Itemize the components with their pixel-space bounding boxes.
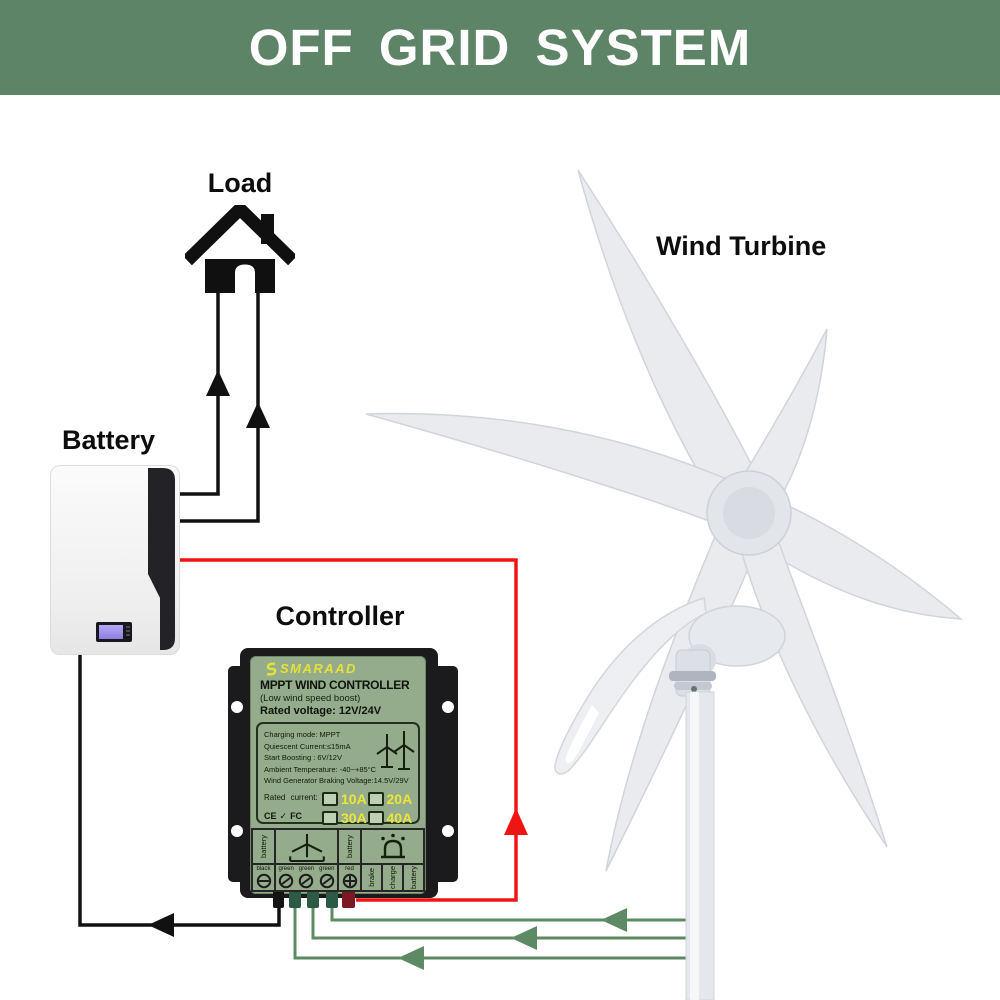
arrow-up-icon: [504, 808, 528, 835]
controller-unit: SMARAAD MPPT WIND CONTROLLER (Low wind s…: [228, 648, 458, 910]
certification-marks: CE ✓ FC: [264, 811, 322, 822]
wire-stub-green: [307, 892, 319, 908]
battery-label: Battery: [62, 425, 156, 455]
arrow-left-icon: [511, 926, 537, 950]
terminal-green: green: [319, 866, 335, 889]
turbine-tail-fin: [554, 597, 707, 775]
terminal-charge: charge: [383, 865, 404, 890]
green-wire-2: [311, 905, 700, 940]
spec-line: Wind Generator Braking Voltage:14.5V/29V: [264, 776, 409, 785]
turbine-blade-icon: [740, 491, 964, 620]
terminals-green: green green: [276, 865, 339, 890]
battery-display-screen: [99, 625, 123, 639]
screw-terminal-icon: [319, 873, 335, 889]
wire-stub-green: [326, 892, 338, 908]
wire-stub-green: [289, 892, 301, 908]
rated-current-section: Rated current: CE ✓ FC 10A: [264, 791, 413, 826]
alarm-beacon-icon: [380, 833, 405, 858]
battery-display: [96, 622, 132, 642]
terminal-black: black: [253, 865, 276, 890]
current-option-10a: 10A: [322, 791, 368, 807]
terminal-green: green: [298, 866, 314, 889]
controller-subtitle: (Low wind speed boost): [260, 693, 361, 704]
arrow-up-icon: [246, 402, 270, 428]
controller-title: MPPT WIND CONTROLLER: [260, 678, 410, 692]
brand-name: SMARAAD: [280, 661, 357, 676]
wind-turbine-graphic: [365, 169, 964, 872]
screw-terminal-icon: [256, 873, 271, 889]
arrow-left-icon: [398, 946, 424, 970]
turbine-yaw-ring: [669, 671, 716, 681]
terminal-red: red: [339, 865, 362, 890]
house-icon: [185, 205, 295, 293]
terminal-group-turbine: [276, 830, 339, 863]
turbine-yaw-ring: [674, 682, 712, 690]
wire-stub-red: [342, 892, 355, 908]
wind-turbines-icon: [376, 731, 415, 770]
wind-turbine-label: Wind Turbine: [656, 231, 827, 261]
current-option-20a: 20A: [367, 791, 414, 807]
spec-line: Quiescent Current:≤15mA: [264, 741, 351, 751]
wind-turbine-terminal-icon: [288, 833, 325, 862]
turbine-blade-icon: [577, 169, 771, 529]
mounting-hole: [442, 701, 454, 713]
ce-mark: CE: [264, 811, 277, 821]
mounting-hole: [231, 701, 243, 713]
spec-box: Charging mode: MPPT Quiescent Current:≤1…: [256, 722, 420, 826]
checkbox-icon: [322, 791, 338, 806]
turbine-yaw-bolt: [691, 686, 697, 692]
turbine-hub-cap: [723, 487, 775, 539]
screw-terminal-icon: [299, 873, 314, 889]
current-options: 10A 20A 30A 40A: [322, 791, 413, 826]
brand-row: SMARAAD: [264, 661, 357, 676]
load-wire-a: [178, 292, 220, 496]
terminal-brake: brake: [362, 865, 383, 890]
arrow-left-icon: [601, 908, 627, 932]
current-option-30a: 30A: [322, 810, 368, 826]
battery-red-wire: [180, 558, 518, 902]
battery-display-buttons: [126, 626, 130, 638]
turbine-phase-wires: [293, 905, 700, 960]
load-label: Load: [207, 168, 273, 198]
green-wire-1: [293, 905, 700, 960]
rated-current-label: Rated current:: [264, 792, 318, 802]
checkbox-icon: [367, 791, 384, 806]
smaraad-logo-icon: [266, 662, 277, 675]
controller-label: Controller: [275, 601, 405, 631]
controller-faceplate: SMARAAD MPPT WIND CONTROLLER (Low wind s…: [250, 656, 426, 894]
checkbox-icon: [322, 810, 338, 825]
turbine-tail-slot: [565, 705, 599, 764]
spec-line: Charging mode: MPPT: [264, 730, 341, 739]
banner-title: OFF GRID SYSTEM: [248, 19, 752, 76]
terminal-group-battery-left: battery: [253, 830, 276, 863]
spec-line: Ambient Temperature: -40~+85°C: [264, 764, 377, 774]
green-wire-3: [330, 905, 700, 922]
battery-unit: [50, 465, 180, 655]
check-mark: ✓: [279, 810, 288, 821]
load-wire-b: [178, 292, 260, 523]
checkbox-icon: [367, 810, 384, 825]
spec-line: Start Boosting : 6V/12V: [264, 753, 342, 762]
controller-to-battery-wire: [78, 653, 281, 927]
battery-black-panel: [148, 468, 175, 650]
terminal-group-alarm: [362, 830, 423, 863]
terminal-panel: battery: [251, 828, 425, 892]
current-option-40a: 40A: [367, 810, 414, 826]
mounting-hole: [231, 825, 243, 837]
screw-terminal-icon: [278, 873, 294, 889]
arrow-left-icon: [148, 913, 174, 937]
turbine-pole: [685, 691, 715, 1000]
rated-voltage: Rated voltage: 12V/24V: [260, 705, 382, 717]
banner: OFF GRID SYSTEM: [0, 0, 1000, 95]
screw-terminal-icon: [342, 873, 357, 889]
wire-stub-black: [273, 892, 284, 908]
terminal-battery-out: battery: [409, 866, 418, 889]
battery-to-load-wires: [178, 292, 260, 523]
fcc-mark: FC: [290, 811, 303, 821]
terminal-green: green: [278, 866, 294, 889]
arrow-up-icon: [206, 370, 230, 396]
terminal-group-battery-right: battery: [339, 830, 362, 863]
mounting-hole: [442, 825, 454, 837]
